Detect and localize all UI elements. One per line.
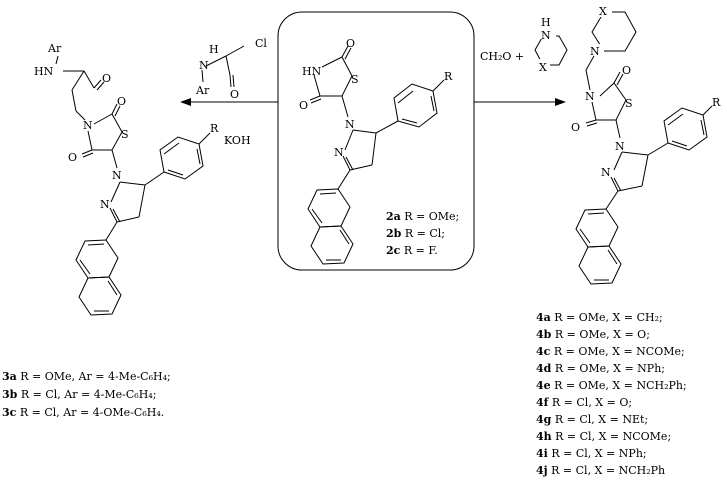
compound-number: 4h [536, 430, 552, 443]
legend-text: R = OMe, X = NCOMe; [550, 345, 684, 358]
compound-4-atom-labels: X N O N S O N N R [571, 5, 721, 179]
compound-3-structure [55, 55, 211, 316]
atom-hn: HN [34, 65, 54, 78]
legend-text: R = Cl, X = NCH₂Ph [548, 464, 666, 477]
legend-line: 4e R = OMe, X = NCH₂Ph; [536, 379, 687, 392]
compound-number: 2c [386, 244, 401, 257]
atom-hn: HN [302, 65, 322, 78]
legend-text: R = F. [400, 244, 437, 257]
legend-line: 4d R = OMe, X = NPh; [536, 362, 665, 375]
legend-text: R = OMe, X = CH₂; [551, 311, 663, 324]
atom-n: N [585, 90, 595, 103]
atom-r: R [444, 70, 453, 83]
atom-cl: Cl [255, 37, 267, 50]
legend-text: R = Cl, X = NPh; [548, 447, 647, 460]
atom-s: S [351, 73, 359, 86]
legend-line: 4b R = OMe, X = O; [536, 328, 650, 341]
atom-s: S [121, 128, 129, 141]
atom-n: N [112, 169, 122, 182]
atom-n: N [83, 119, 93, 132]
compound-number: 4j [536, 464, 548, 477]
atom-n: N [100, 198, 110, 211]
koh-reagent: KOH [224, 134, 251, 147]
atom-s: S [625, 97, 633, 110]
legend-line: 4i R = Cl, X = NPh; [536, 447, 647, 460]
atom-n: N [590, 45, 600, 58]
atom-o: O [299, 99, 308, 112]
legend-text: R = Cl; [401, 227, 445, 240]
atom-o: O [117, 95, 126, 108]
legend-text: R = OMe; [401, 210, 460, 223]
compound-4-legend: 4a R = OMe, X = CH₂; 4b R = OMe, X = O; … [536, 311, 687, 477]
compound-number: 4b [536, 328, 552, 341]
compound-number: 2a [386, 210, 401, 223]
legend-line: 2a R = OMe; [386, 210, 459, 223]
legend-line: 4h R = Cl, X = NCOMe; [536, 430, 671, 443]
legend-line: 4j R = Cl, X = NCH₂Ph [536, 464, 665, 477]
compound-number: 3c [2, 406, 17, 419]
left-reaction-arrow [180, 98, 278, 106]
atom-h: H [209, 43, 219, 56]
compound-number: 4g [536, 413, 552, 426]
formaldehyde-reagent: CH₂O + [480, 50, 524, 63]
legend-text: R = OMe, X = NCH₂Ph; [551, 379, 687, 392]
legend-text: R = OMe, X = O; [551, 328, 650, 341]
compound-2-atom-labels: O HN S O N N R [299, 37, 453, 159]
atom-h: H [541, 16, 551, 29]
legend-line: 3b R = Cl, Ar = 4-Me-C₆H₄; [2, 388, 156, 401]
atom-x: X [599, 5, 607, 18]
atom-r: R [712, 96, 721, 109]
atom-o: O [102, 72, 111, 85]
atom-n: N [541, 29, 551, 42]
compound-2-structure [277, 11, 475, 271]
atom-o: O [622, 64, 631, 77]
legend-line: 4g R = Cl, X = NEt; [536, 413, 648, 426]
compound-number: 4f [536, 396, 550, 409]
atom-o: O [68, 151, 77, 164]
starting-material-box [277, 11, 475, 271]
compound-number: 3a [2, 370, 17, 383]
legend-line: 3c R = Cl, Ar = 4-OMe-C₆H₄. [2, 406, 164, 419]
atom-n: N [615, 140, 625, 153]
legend-text: R = Cl, X = NCOMe; [552, 430, 672, 443]
compound-number: 4d [536, 362, 552, 375]
legend-line: 2c R = F. [386, 244, 438, 257]
compound-3-atom-labels: Ar HN O N O S O N N R [34, 42, 219, 211]
right-reaction-arrow [474, 98, 566, 106]
legend-text: R = OMe, X = NPh; [551, 362, 665, 375]
atom-r: R [210, 122, 219, 135]
legend-line: 2b R = Cl; [386, 227, 445, 240]
compound-number: 3b [2, 388, 18, 401]
atom-x: X [539, 61, 547, 74]
compound-2-legend: 2a R = OMe; 2b R = Cl; 2c R = F. [386, 210, 459, 257]
legend-line: 4a R = OMe, X = CH₂; [536, 311, 663, 324]
atom-o: O [230, 88, 239, 101]
atom-o: O [571, 121, 580, 134]
legend-text: R = Cl, Ar = 4-OMe-C₆H₄. [16, 406, 164, 419]
legend-text: R = OMe, Ar = 4-Me-C₆H₄; [17, 370, 171, 383]
atom-o: O [346, 37, 355, 50]
compound-number: 4i [536, 447, 548, 460]
atom-ar: Ar [47, 42, 62, 55]
legend-text: R = Cl, X = NEt; [551, 413, 648, 426]
legend-text: R = Cl, Ar = 4-Me-C₆H₄; [17, 388, 156, 401]
atom-n: N [345, 118, 355, 131]
atom-n: N [199, 59, 209, 72]
atom-ar: Ar [195, 84, 210, 97]
compound-number: 4e [536, 379, 551, 392]
atom-n: N [601, 166, 611, 179]
compound-3-legend: 3a R = OMe, Ar = 4-Me-C₆H₄; 3b R = Cl, A… [2, 370, 171, 419]
compound-number: 4a [536, 311, 551, 324]
legend-line: 3a R = OMe, Ar = 4-Me-C₆H₄; [2, 370, 171, 383]
legend-text: R = Cl, X = O; [548, 396, 632, 409]
legend-line: 4c R = OMe, X = NCOMe; [536, 345, 685, 358]
compound-4-structure [575, 4, 713, 285]
legend-line: 4f R = Cl, X = O; [536, 396, 632, 409]
compound-number: 2b [386, 227, 402, 240]
atom-n: N [334, 146, 344, 159]
compound-number: 4c [536, 345, 551, 358]
chloroacetamide-reagent: H N Cl O Ar [195, 37, 267, 101]
cyclic-amine-reagent: H N X [534, 16, 568, 74]
